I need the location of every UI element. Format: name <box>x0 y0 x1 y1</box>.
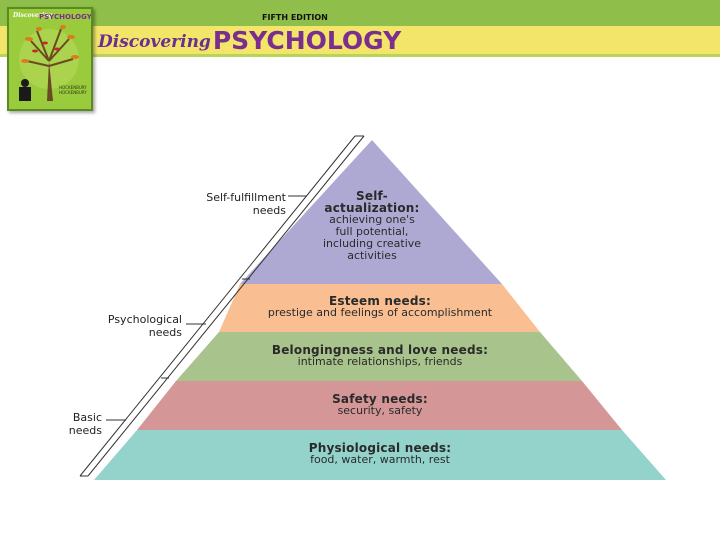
tier-self-actualization-text: Self- actualization: achieving one's ful… <box>306 190 438 262</box>
group-label-line: needs <box>68 424 102 437</box>
header-divider <box>0 54 720 57</box>
cover-tree-art <box>19 25 79 101</box>
book-title-prefix: Discovering <box>98 32 211 52</box>
cover-title-prefix: Discovering <box>13 12 53 19</box>
tier-desc: activities <box>347 249 397 262</box>
tier-belonging-text: Belongingness and love needs: intimate r… <box>228 344 532 368</box>
tier-title: Safety needs: <box>332 392 428 406</box>
tier-safety <box>137 381 622 430</box>
group-label-basic: Basic needs <box>40 411 102 437</box>
tier-desc: full potential, <box>335 225 409 238</box>
cover-author: HOCKENBURY <box>59 85 87 90</box>
tier-self-actualization <box>240 140 502 284</box>
cover-author: HOCKENBURY <box>59 90 87 95</box>
tier-title: Self- <box>356 189 388 203</box>
tier-physiological-text: Physiological needs: food, water, warmth… <box>270 442 490 466</box>
tier-desc: security, safety <box>337 404 423 417</box>
header-banner <box>0 0 720 26</box>
tier-desc: food, water, warmth, rest <box>310 453 450 466</box>
book-cover-image: Discovering PSYCHOLOGY HOCKENBURY HOCKEN… <box>7 7 93 111</box>
header-title-strip <box>0 26 720 54</box>
group-label-line: Basic <box>72 411 102 424</box>
group-label-line: Psychological <box>107 313 182 326</box>
tier-desc: including creative <box>322 237 422 250</box>
tier-desc: prestige and feelings of accomplishment <box>267 306 493 319</box>
group-label-line: Self-fulfillment <box>206 191 286 204</box>
tier-title: Belongingness and love needs: <box>271 343 489 357</box>
tier-esteem <box>219 284 540 332</box>
tier-belonging <box>176 332 582 381</box>
group-label-line: needs <box>148 326 182 339</box>
tier-title: actualization: <box>324 201 420 215</box>
book-title: Discovering PSYCHOLOGY <box>98 25 401 55</box>
group-label-self-fulfillment: Self-fulfillment needs <box>170 191 286 217</box>
edition-label: FIFTH EDITION <box>262 13 328 22</box>
tier-desc: intimate relationships, friends <box>297 355 463 368</box>
group-label-line: needs <box>252 204 286 217</box>
cover-authors: HOCKENBURY HOCKENBURY <box>59 85 87 95</box>
tier-physiological <box>94 430 666 480</box>
tier-safety-text: Safety needs: security, safety <box>280 393 480 417</box>
tier-title: Physiological needs: <box>308 441 452 455</box>
group-label-psychological: Psychological needs <box>80 313 182 339</box>
cover-title-main: PSYCHOLOGY <box>39 13 92 21</box>
tier-esteem-text: Esteem needs: prestige and feelings of a… <box>234 295 526 319</box>
book-title-main: PSYCHOLOGY <box>212 26 402 55</box>
tier-title: Esteem needs: <box>329 294 431 308</box>
grouping-bracket <box>79 135 365 477</box>
tier-desc: achieving one's <box>329 213 415 226</box>
